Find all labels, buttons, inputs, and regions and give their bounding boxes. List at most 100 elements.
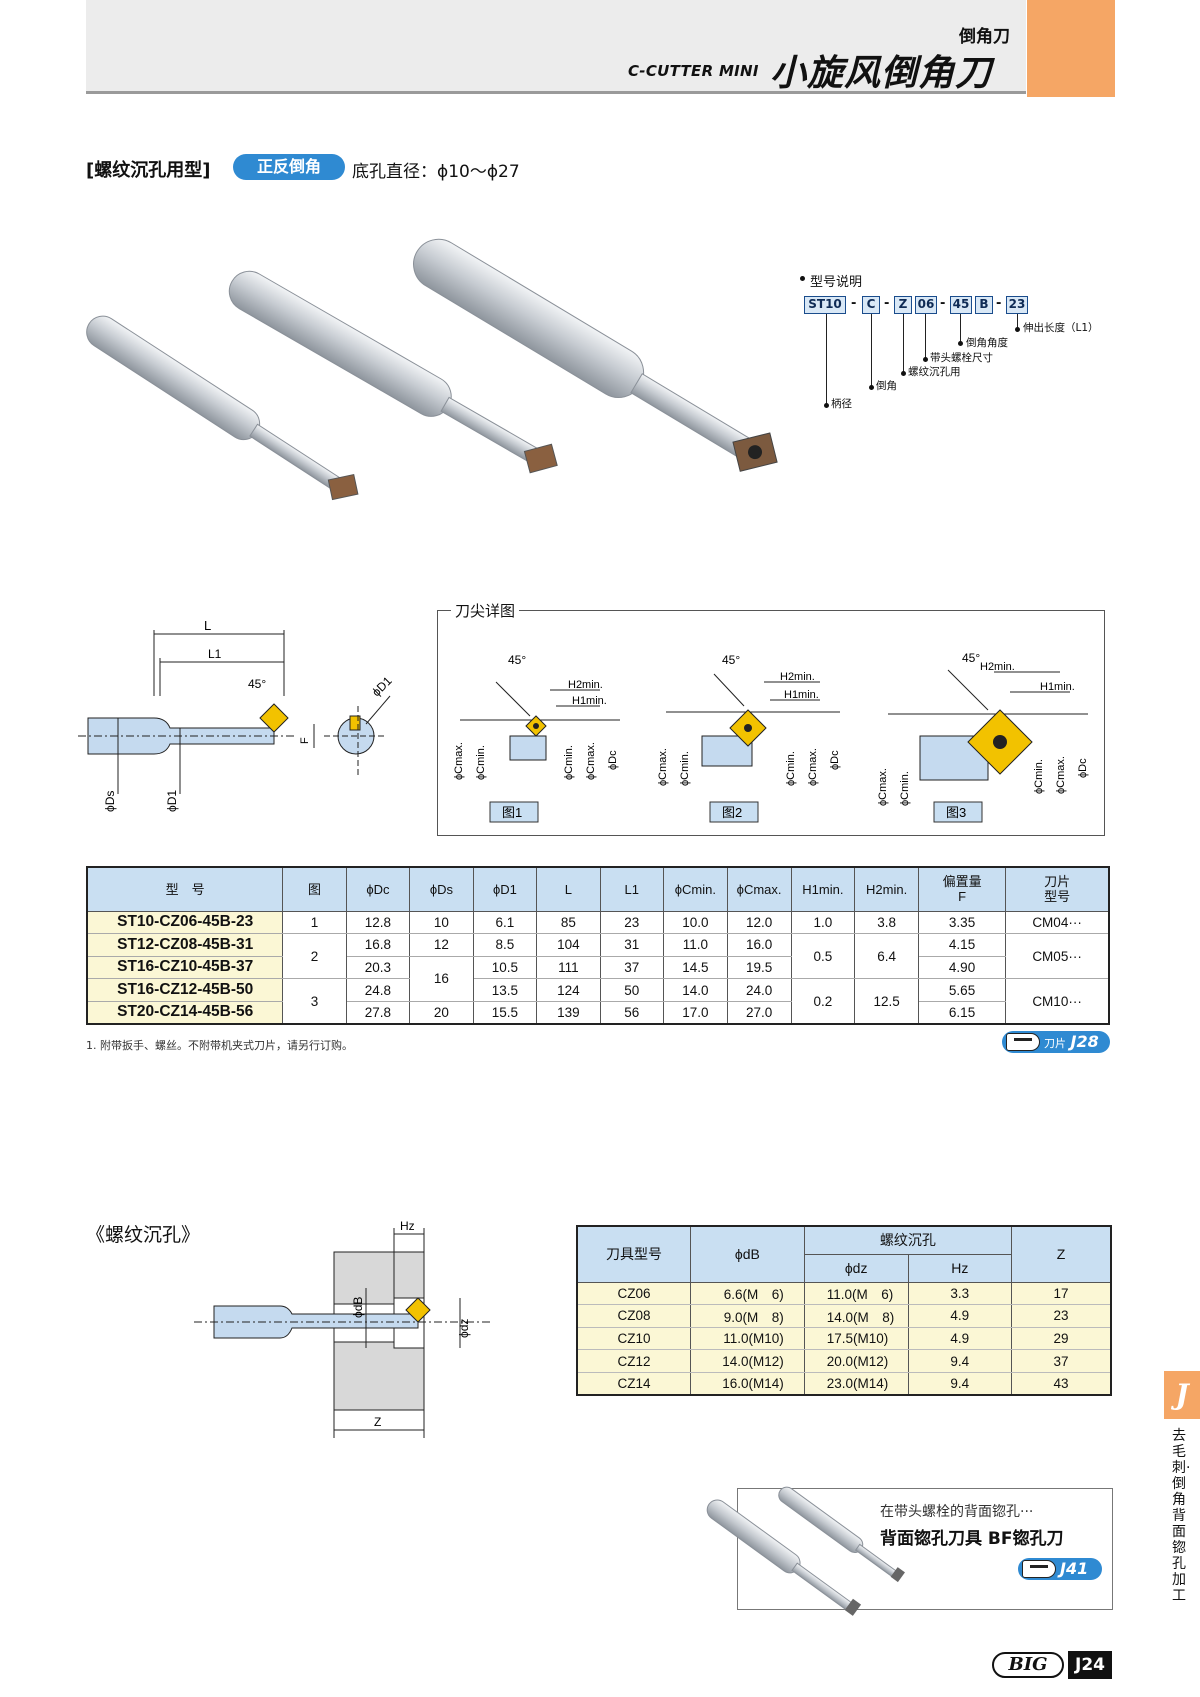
offset-cell: 3.35 [917, 911, 1007, 935]
tip-Cmin-3b: ϕCmin. [1033, 759, 1045, 794]
col-cmin: ϕCmin. [662, 866, 728, 912]
offset-cell: 4.15 [917, 933, 1007, 957]
model-part-type: B [975, 296, 993, 314]
ds-cell: 10 [409, 911, 474, 935]
h1-cell: 0.5 [790, 933, 856, 980]
dz-cell: 23.0(M14) [803, 1372, 909, 1396]
tip-H2-1: H2min. [568, 679, 603, 691]
model-part-chamfer: C [862, 296, 880, 314]
model-cell: ST16-CZ12-45B-50 [86, 978, 284, 1002]
related-product-box[interactable] [737, 1488, 1113, 1610]
csk-dz: ϕdz [457, 1319, 471, 1338]
cmax-cell: 12.0 [726, 911, 792, 935]
z-cell: 23 [1011, 1304, 1112, 1328]
dz-cell: 20.0(M12) [803, 1349, 909, 1373]
model-part-bolt-size: 06 [915, 296, 937, 314]
model-label-chamfer: 倒角 [876, 380, 897, 392]
d1-cell: 6.1 [472, 911, 538, 935]
tip-angle-3: 45° [962, 651, 980, 665]
l-cell: 104 [536, 933, 601, 957]
fig-cell: 1 [282, 911, 347, 935]
db-cell: 16.0(M14) [689, 1372, 805, 1396]
l-cell: 85 [536, 911, 601, 935]
hole-diameter-range: 底孔直径：ϕ10～ϕ27 [352, 162, 520, 182]
model-part-counterbore: Z [894, 296, 912, 314]
col-h1: H1min. [790, 866, 856, 912]
spec-header-row: 型 号 图 ϕDc ϕDs ϕD1 L L1 ϕCmin. ϕCmax. H1m… [86, 866, 1110, 912]
tip-Cmax-1: ϕCmax. [453, 742, 465, 780]
model-label-length: 伸出长度（L1） [1023, 322, 1099, 334]
dc-cell: 27.8 [345, 1001, 411, 1025]
cmax-cell: 16.0 [726, 933, 792, 957]
cmin-cell: 14.5 [662, 956, 728, 980]
tip-Cmax-2b: ϕCmax. [807, 748, 819, 786]
model-cell: ST12-CZ08-45B-31 [86, 933, 284, 957]
csk-dB: ϕdB [351, 1297, 365, 1318]
header-orange-tab [1027, 0, 1115, 97]
tip-angle-2: 45° [722, 653, 740, 667]
h2-cell: 12.5 [854, 978, 919, 1025]
product-photo [86, 238, 778, 501]
db-cell: 11.0(M10) [689, 1327, 805, 1351]
ds-cell: 16 [409, 956, 474, 1002]
fig-label-1: 图1 [502, 805, 522, 820]
csk-Z: Z [374, 1415, 381, 1429]
dc-cell: 16.8 [345, 933, 411, 957]
model-cell: ST20-CZ14-45B-56 [86, 1001, 284, 1025]
col-ds: ϕDs [409, 866, 474, 912]
table-row: ST16-CZ10-45B-37 20.3 16 10.5 111 37 14.… [86, 956, 1109, 1002]
model-label-angle: 倒角角度 [966, 337, 1008, 349]
header-subtitle: 倒角刀 [959, 27, 1010, 47]
col-model: 型 号 [86, 866, 284, 912]
z-cell: 43 [1011, 1372, 1112, 1396]
related-page-number: J41 [1060, 1559, 1089, 1578]
tool-model-cell: CZ12 [576, 1349, 691, 1373]
offset-cell: 6.15 [917, 1001, 1007, 1025]
header-product-en: C-CUTTER MINI [628, 62, 759, 80]
tool-model-cell: CZ06 [576, 1282, 691, 1306]
col-offset: 偏置量 F [917, 866, 1007, 912]
tip-Dc-2: ϕDc [829, 750, 841, 770]
model-part-angle: 45 [950, 296, 972, 314]
dc-cell: 12.8 [345, 911, 411, 935]
insert-page-link[interactable]: 刀片 J28 [1002, 1031, 1110, 1053]
dim-F: F [299, 737, 311, 744]
tip-Cmin-3: ϕCmin. [899, 771, 911, 806]
db-cell: 14.0(M12) [689, 1349, 805, 1373]
model-cell: ST16-CZ10-45B-37 [86, 956, 284, 980]
chapter-tab[interactable]: J [1164, 1371, 1200, 1419]
cmin-cell: 10.0 [662, 911, 728, 935]
h2-cell: 3.8 [854, 911, 919, 935]
header-band [86, 0, 1026, 94]
cutter-image-large [413, 238, 778, 472]
dz-cell: 14.0(M 8) [803, 1304, 909, 1328]
insert-cell: CM10··· [1005, 978, 1110, 1025]
l-cell: 111 [536, 956, 601, 980]
model-part-length: 23 [1006, 296, 1028, 314]
tip-detail-frame [437, 610, 1105, 836]
cmin-cell: 17.0 [662, 1001, 728, 1025]
z-cell: 37 [1011, 1349, 1112, 1373]
table-row: ST16-CZ12-45B-50 3 24.8 13.5 124 50 14.0… [86, 978, 1110, 1025]
d1-cell: 10.5 [472, 956, 538, 980]
tip-H2-3: H2min. [980, 661, 1015, 673]
cmax-cell: 19.5 [726, 956, 792, 980]
page-number: J24 [1068, 1651, 1112, 1679]
model-label-shank: 柄径 [831, 398, 852, 410]
h2-cell: 6.4 [854, 933, 919, 980]
l1-cell: 37 [599, 956, 664, 980]
counterbore-drawing: Hz ϕdB ϕdz Z [194, 1219, 490, 1438]
model-dash: - [851, 296, 857, 311]
l-cell: 124 [536, 978, 601, 1002]
z-cell: 29 [1011, 1327, 1112, 1351]
cmax-cell: 24.0 [726, 978, 792, 1002]
pointing-hand-icon [1022, 1560, 1056, 1578]
col-z: Z [1011, 1225, 1112, 1283]
dz-cell: 17.5(M10) [803, 1327, 909, 1351]
related-page-link[interactable]: J41 [1018, 1558, 1102, 1580]
model-part-shank: ST10 [804, 296, 846, 314]
dc-cell: 24.8 [345, 978, 411, 1002]
tip-Cmax-3b: ϕCmax. [1055, 756, 1067, 794]
fig-label-3: 图3 [946, 805, 966, 820]
